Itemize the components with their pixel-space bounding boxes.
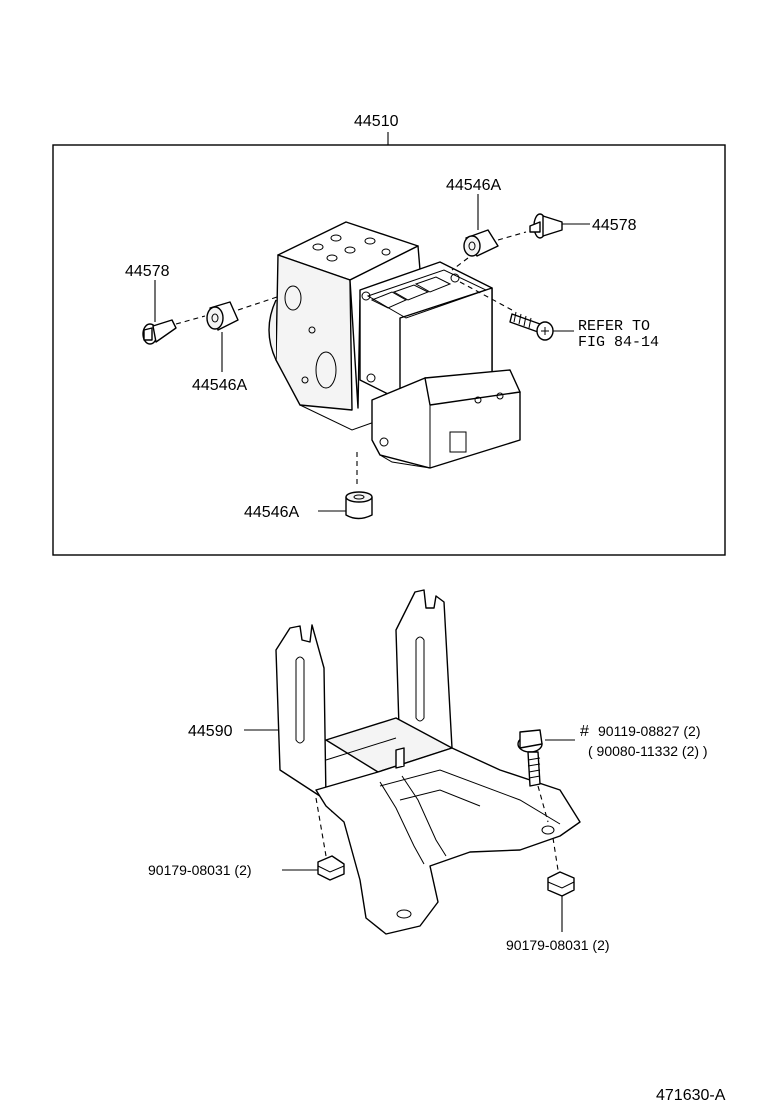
label-grommet-top[interactable]: 44546A xyxy=(446,177,501,194)
bolt-left xyxy=(142,319,177,345)
grommet-left xyxy=(206,301,239,331)
bracket-bolt xyxy=(517,729,543,787)
grommet-bottom xyxy=(345,491,373,520)
assembly-frame xyxy=(52,132,726,556)
label-bolt-part[interactable]: 90119-08827 (2) xyxy=(598,723,700,739)
nut-left xyxy=(317,855,345,881)
label-bracket[interactable]: 44590 xyxy=(188,723,233,740)
bolt-right xyxy=(529,213,563,239)
label-grommet-bottom[interactable]: 44546A xyxy=(244,504,299,521)
abs-actuator xyxy=(268,221,521,469)
label-nut-right[interactable]: 90179-08031 (2) xyxy=(506,937,610,953)
label-refer-line2: FIG 84-14 xyxy=(578,334,659,351)
nut-right xyxy=(547,871,575,897)
bracket xyxy=(275,589,581,935)
grommet-top xyxy=(463,229,499,257)
label-refer-line1: REFER TO xyxy=(578,318,650,335)
label-bolt-marker: # xyxy=(580,723,589,740)
label-bolt-right[interactable]: 44578 xyxy=(592,217,637,234)
label-nut-left[interactable]: 90179-08031 (2) xyxy=(148,862,252,878)
label-bolt-left[interactable]: 44578 xyxy=(125,263,170,280)
figure-id: 471630-A xyxy=(656,1087,726,1104)
label-assembly[interactable]: 44510 xyxy=(354,113,399,130)
label-bolt-alt-part[interactable]: ( 90080-11332 (2) ) xyxy=(588,743,708,759)
refer-screw xyxy=(509,311,554,341)
label-grommet-left[interactable]: 44546A xyxy=(192,377,247,394)
